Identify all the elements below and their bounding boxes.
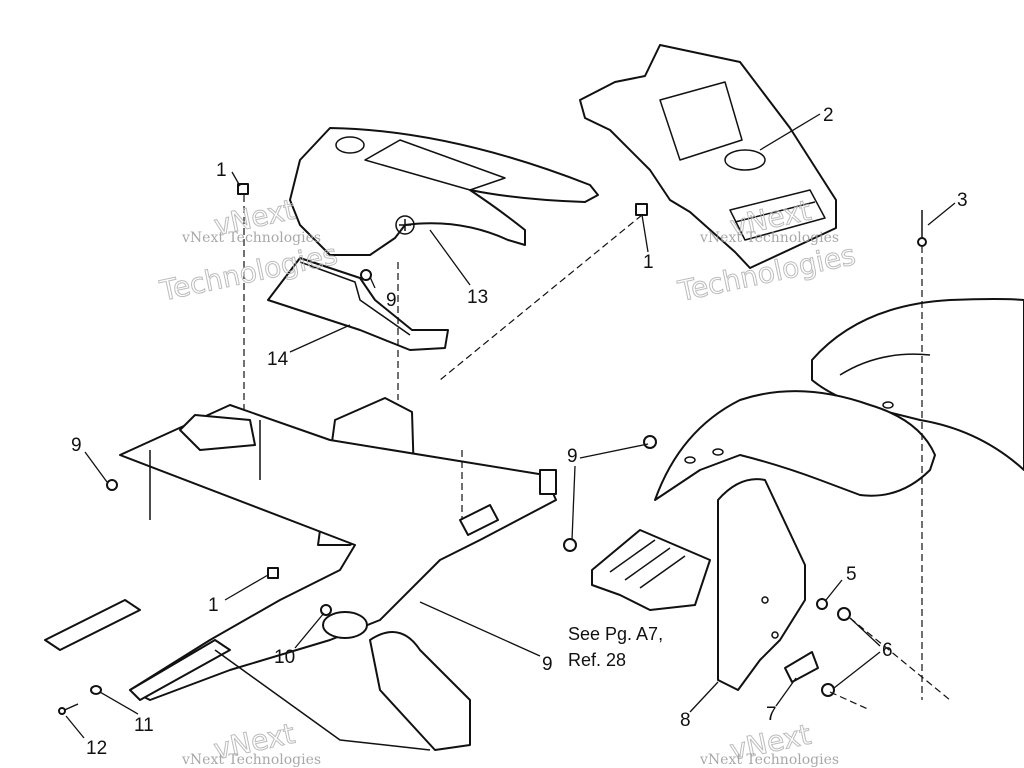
screw-part-3 bbox=[917, 210, 927, 247]
console-cover-part-13 bbox=[289, 127, 599, 256]
callout-9: 9 bbox=[71, 435, 82, 456]
bolt-part-9 bbox=[106, 269, 657, 552]
watermark-company: vNext Technologies bbox=[699, 752, 839, 768]
callout-11: 11 bbox=[134, 715, 154, 736]
callout-13: 13 bbox=[467, 287, 488, 308]
callout-3: 3 bbox=[957, 190, 968, 211]
nut-part-5 bbox=[816, 598, 828, 610]
reference-note: See Pg. A7, Ref. 28 bbox=[568, 624, 663, 670]
callout-1: 1 bbox=[216, 160, 227, 181]
callouts: 1 1 1 2 3 5 6 7 8 9 9 9 9 10 11 12 13 14 bbox=[71, 105, 968, 759]
callout-9: 9 bbox=[386, 290, 397, 311]
washer-part-11 bbox=[90, 685, 102, 695]
leader-lines bbox=[65, 113, 956, 739]
callout-1: 1 bbox=[208, 595, 219, 616]
rear-cover-part-2 bbox=[579, 44, 837, 269]
callout-5: 5 bbox=[846, 564, 857, 585]
bracket-part-7 bbox=[784, 651, 819, 683]
bolt-part-10 bbox=[320, 604, 332, 616]
screw-part-12 bbox=[58, 703, 79, 715]
watermark-company: vNext Technologies bbox=[181, 230, 321, 246]
mud-flap-part-8 bbox=[717, 478, 806, 691]
lower-cover-part-14 bbox=[267, 257, 449, 351]
callout-8: 8 bbox=[680, 710, 691, 731]
callout-1: 1 bbox=[643, 252, 654, 273]
callout-6: 6 bbox=[882, 640, 893, 661]
watermark-lower-left: vNext vNext Technologies bbox=[181, 716, 321, 768]
nut-part-6 bbox=[821, 607, 851, 697]
watermark-company: vNext Technologies bbox=[699, 230, 839, 246]
clip-part-1 bbox=[237, 183, 648, 579]
callout-2: 2 bbox=[823, 105, 834, 126]
callout-9: 9 bbox=[542, 654, 553, 675]
tool-tray bbox=[591, 529, 711, 611]
watermark-company: vNext Technologies bbox=[181, 752, 321, 768]
front-fender bbox=[654, 390, 936, 501]
note-line-2: Ref. 28 bbox=[568, 650, 626, 670]
watermark-lower-right: vNext vNext Technologies bbox=[699, 717, 839, 768]
callout-9: 9 bbox=[567, 446, 578, 467]
main-frame bbox=[44, 397, 557, 751]
callout-12: 12 bbox=[86, 738, 107, 759]
note-line-1: See Pg. A7, bbox=[568, 624, 663, 644]
callout-7: 7 bbox=[766, 704, 777, 725]
callout-14: 14 bbox=[267, 349, 289, 370]
assembly-lines bbox=[243, 195, 951, 711]
callout-10: 10 bbox=[274, 647, 295, 668]
